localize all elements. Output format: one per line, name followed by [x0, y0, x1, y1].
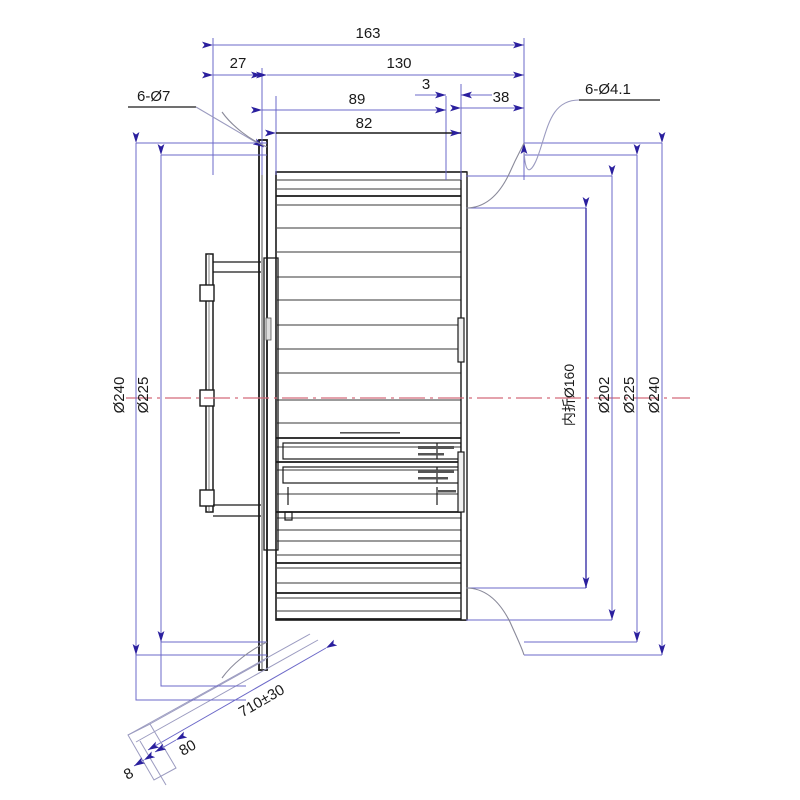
dimension-label-d160-right: 内折Ø160	[561, 364, 577, 426]
leader-curve-6-d41-arrow	[520, 142, 541, 171]
dimension-label-d240-right: Ø240	[646, 377, 663, 414]
motor-support-bar	[199, 253, 279, 551]
impeller-body	[275, 171, 467, 621]
cable-leader-lines	[127, 633, 319, 743]
dimension-label-80: 80	[176, 737, 199, 760]
leader-line-6-d7	[195, 106, 265, 148]
dimension-label-163: 163	[355, 25, 380, 42]
top-dimension-group: 163 27 130 3 38 89 82	[202, 25, 525, 180]
dimension-line-80	[154, 731, 188, 753]
housing-curve-top	[465, 142, 525, 209]
bottom-cable-dimension-group: 710±30 80 8	[121, 633, 338, 786]
dimension-label-27: 27	[230, 55, 247, 72]
leader-6-d7-group: 6-Ø7	[128, 88, 265, 148]
mounting-plate	[258, 139, 268, 671]
bottom-left-dim-frame	[135, 642, 246, 701]
dimension-label-82: 82	[356, 115, 373, 132]
mounting-plate-body	[258, 139, 268, 671]
leader-6-d41-group: 6-Ø4.1	[465, 81, 660, 209]
left-dimension-group: Ø240 Ø225	[111, 132, 267, 656]
dimension-line-710	[147, 639, 338, 751]
housing-curve-bottom	[465, 587, 525, 656]
dimension-label-8: 8	[121, 765, 137, 784]
leader-curve-6-d41-top	[539, 99, 580, 151]
dimension-label-3: 3	[422, 76, 430, 93]
impeller-outline	[275, 171, 467, 621]
blade-heavy-lines	[276, 195, 466, 620]
housing-curve-left-top	[221, 111, 268, 148]
dimension-line-8	[133, 751, 156, 767]
right-dimension-group: 内折Ø160 Ø202 Ø225 Ø240	[466, 132, 666, 656]
impeller-hub-edge	[457, 171, 468, 621]
dimension-label-d202-right: Ø202	[596, 377, 613, 414]
leader-label-6-d41: 6-Ø4.1	[585, 81, 631, 98]
dimension-label-89: 89	[349, 91, 366, 108]
dimension-label-d225-right: Ø225	[621, 377, 638, 414]
leader-label-6-d7: 6-Ø7	[137, 88, 170, 105]
impeller-detail-marks	[340, 432, 456, 493]
dimension-label-130: 130	[386, 55, 411, 72]
dimension-label-710: 710±30	[236, 681, 288, 721]
dimension-label-d240-left: Ø240	[111, 377, 128, 414]
dimension-label-d225-left: Ø225	[135, 377, 152, 414]
dimension-label-38: 38	[493, 89, 510, 106]
